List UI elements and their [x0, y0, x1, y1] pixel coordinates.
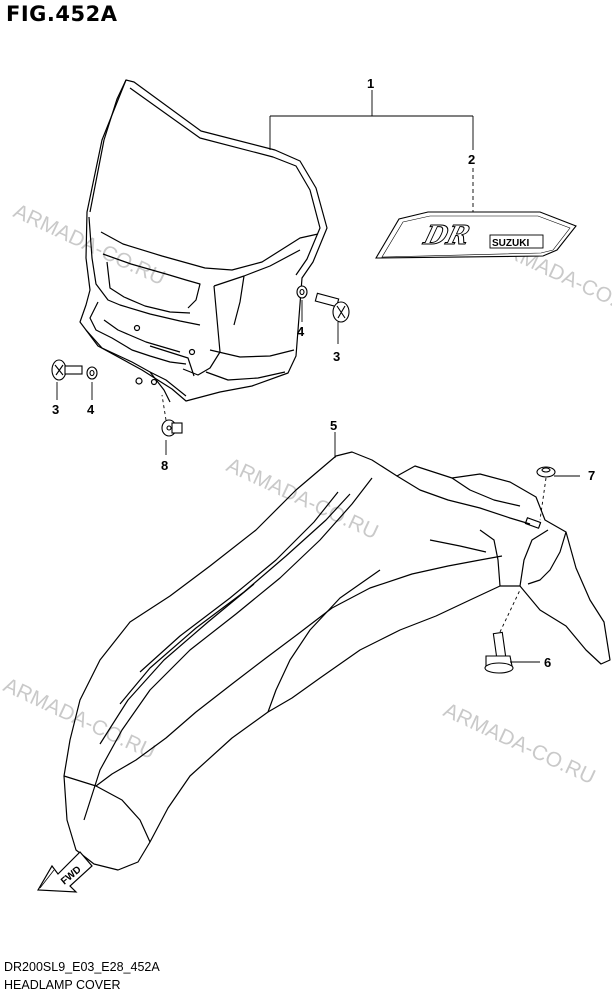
callout-8: 8	[161, 458, 168, 473]
headlamp-cover-drawing	[79, 79, 328, 403]
washer-part-4	[296, 285, 308, 299]
callout-5: 5	[330, 418, 337, 433]
front-fender-drawing	[63, 451, 611, 871]
grommet-part-8	[161, 419, 183, 437]
decal-brand-box	[489, 234, 544, 249]
callout-3-upper: 3	[333, 349, 340, 364]
callout-1: 1	[367, 76, 374, 91]
bolt-part-6	[484, 631, 514, 674]
watermark-text: ARMADA-CO.RU	[0, 674, 159, 764]
screw-part-3	[314, 292, 350, 323]
nut-part-7	[536, 466, 556, 478]
watermark-text: ARMADA-CO.RU	[10, 200, 169, 290]
decal-brand: SUZUKI	[492, 238, 529, 249]
watermark-text: ARMADA-CO.RU	[440, 699, 599, 789]
dr-decal: DR SUZUKI	[375, 211, 577, 259]
callouts: 1 2 3 4 3 4 8 5 7 6	[52, 76, 595, 670]
screw-part-3-left	[51, 359, 83, 381]
callout-4-left: 4	[87, 402, 95, 417]
fasteners	[51, 285, 556, 674]
figure-title: FIG.452A	[6, 2, 118, 26]
callout-3-left: 3	[52, 402, 59, 417]
fwd-arrow: FWD	[36, 851, 93, 893]
watermark-text: ARMADA-CO.RU	[223, 454, 382, 544]
callout-6: 6	[544, 655, 551, 670]
footer-code: DR200SL9_E03_E28_452A	[4, 960, 160, 974]
washer-part-4-left	[86, 366, 98, 380]
footer-name: HEADLAMP COVER	[4, 978, 121, 992]
decal-logo: DR	[420, 220, 473, 250]
callout-4-upper: 4	[297, 324, 305, 339]
leader-lines	[56, 90, 580, 663]
callout-2: 2	[468, 152, 475, 167]
callout-7: 7	[588, 468, 595, 483]
